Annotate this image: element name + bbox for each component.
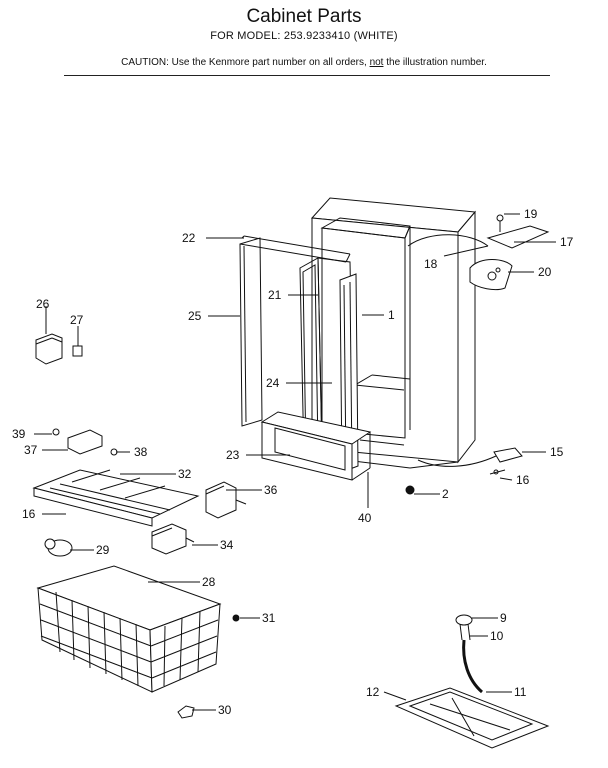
callout-9: 9 <box>500 611 507 625</box>
bottom-hinge <box>417 447 523 475</box>
door-panel <box>239 235 351 427</box>
callout-1: 1 <box>388 308 395 322</box>
callout-20: 20 <box>538 265 552 279</box>
callout-39: 39 <box>12 427 26 441</box>
leveling-leg <box>405 485 415 495</box>
caution-prefix: CAUTION: Use the Kenmore part number on … <box>121 57 370 68</box>
callout-16: 16 <box>22 507 36 521</box>
screw <box>232 614 240 622</box>
callout-22: 22 <box>182 231 196 245</box>
drain-assembly <box>394 614 550 749</box>
thermostat <box>205 481 247 519</box>
shelf-bracket <box>52 428 118 456</box>
wire-basket <box>36 565 222 693</box>
callout-18: 18 <box>424 257 438 271</box>
callout-12: 12 <box>366 685 380 699</box>
callout-32: 32 <box>178 467 192 481</box>
callout-17: 17 <box>560 235 574 249</box>
switch <box>151 523 195 555</box>
knob <box>44 538 73 557</box>
callout-29: 29 <box>96 543 110 557</box>
caution-note: CAUTION: Use the Kenmore part number on … <box>0 57 608 68</box>
callout-26: 26 <box>36 297 50 311</box>
callout-36: 36 <box>264 483 278 497</box>
callout-23: 23 <box>226 448 240 462</box>
callout-28: 28 <box>202 575 216 589</box>
callout-11: 11 <box>514 685 527 699</box>
leader-lines <box>34 213 556 711</box>
foot <box>177 705 195 719</box>
callout-15: 15 <box>550 445 564 459</box>
kickplate <box>260 411 372 481</box>
model-line: FOR MODEL: 253.9233410 (WHITE) <box>210 30 398 42</box>
callout-16-hinge: 16 <box>516 473 530 487</box>
callout-labels: 22 25 21 24 1 23 40 18 17 20 19 15 16 2 … <box>12 207 574 717</box>
control-housing <box>35 333 83 365</box>
callout-30: 30 <box>218 703 232 717</box>
hinge-assembly <box>407 214 550 291</box>
caution-suffix: the illustration number. <box>383 57 487 68</box>
callout-24: 24 <box>266 376 280 390</box>
callout-2: 2 <box>442 487 449 501</box>
callout-27: 27 <box>70 313 84 327</box>
callout-38: 38 <box>134 445 148 459</box>
callout-37: 37 <box>24 443 38 457</box>
callout-21: 21 <box>268 288 282 302</box>
callout-19: 19 <box>524 207 538 221</box>
callout-34: 34 <box>220 538 234 552</box>
wire-shelf <box>32 469 200 527</box>
callout-31: 31 <box>262 611 276 625</box>
callout-25: 25 <box>188 309 202 323</box>
header-divider <box>64 75 550 76</box>
callout-10: 10 <box>490 629 504 643</box>
callout-40: 40 <box>358 511 372 525</box>
page-title: Cabinet Parts <box>246 6 362 27</box>
caution-emphasis: not <box>369 57 384 68</box>
door-gasket <box>299 257 359 473</box>
